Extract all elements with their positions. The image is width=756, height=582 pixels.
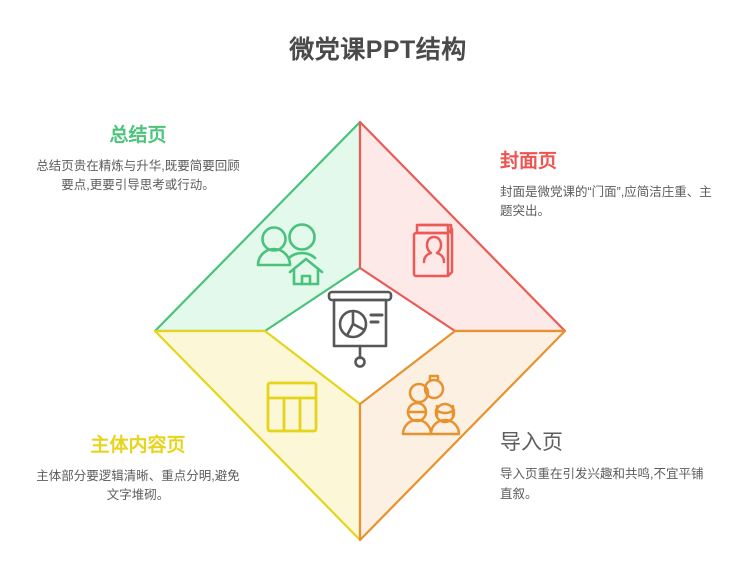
table-layout-icon: [266, 381, 318, 433]
id-card-person-icon: [412, 223, 454, 278]
quadrant-text-cover: 封面页 封面是微党课的“门面”,应简洁庄重、主题突出。: [500, 150, 712, 222]
quadrant-body-intro: 导入页重在引发兴趣和共鸣,不宜平铺直叙。: [500, 467, 704, 501]
quadrant-text-summary: 总结页 总结页贵在精炼与升华,既要简要回顾要点,更要引导思考或行动。: [32, 124, 244, 196]
quadrant-heading-main-content: 主体内容页: [90, 435, 186, 456]
page-title: 微党课PPT结构: [289, 36, 467, 64]
quadrant-body-summary: 总结页贵在精炼与升华,既要简要回顾要点,更要引导思考或行动。: [36, 158, 240, 193]
quadrant-heading-cover: 封面页: [500, 151, 558, 172]
presentation-board-pie-chart-icon: [327, 290, 393, 368]
quadrant-text-main-content: 主体内容页 主体部分要逻辑清晰、重点分明,避免文字堆砌。: [32, 434, 244, 506]
two-people-connection-icon: [401, 374, 461, 436]
quadrant-heading-summary: 总结页: [109, 125, 167, 146]
quadrant-text-intro: 导入页 导入页重在引发兴趣和共鸣,不宜平铺直叙。: [500, 430, 712, 504]
quadrant-intro-shape[interactable]: [358, 329, 567, 542]
quadrant-body-cover: 封面是微党课的“门面”,应简洁庄重、主题突出。: [500, 184, 712, 219]
people-home-icon: [256, 223, 324, 286]
quadrant-body-main-content: 主体部分要逻辑清晰、重点分明,避免文字堆砌。: [36, 468, 240, 503]
quadrant-heading-intro: 导入页: [500, 431, 563, 454]
